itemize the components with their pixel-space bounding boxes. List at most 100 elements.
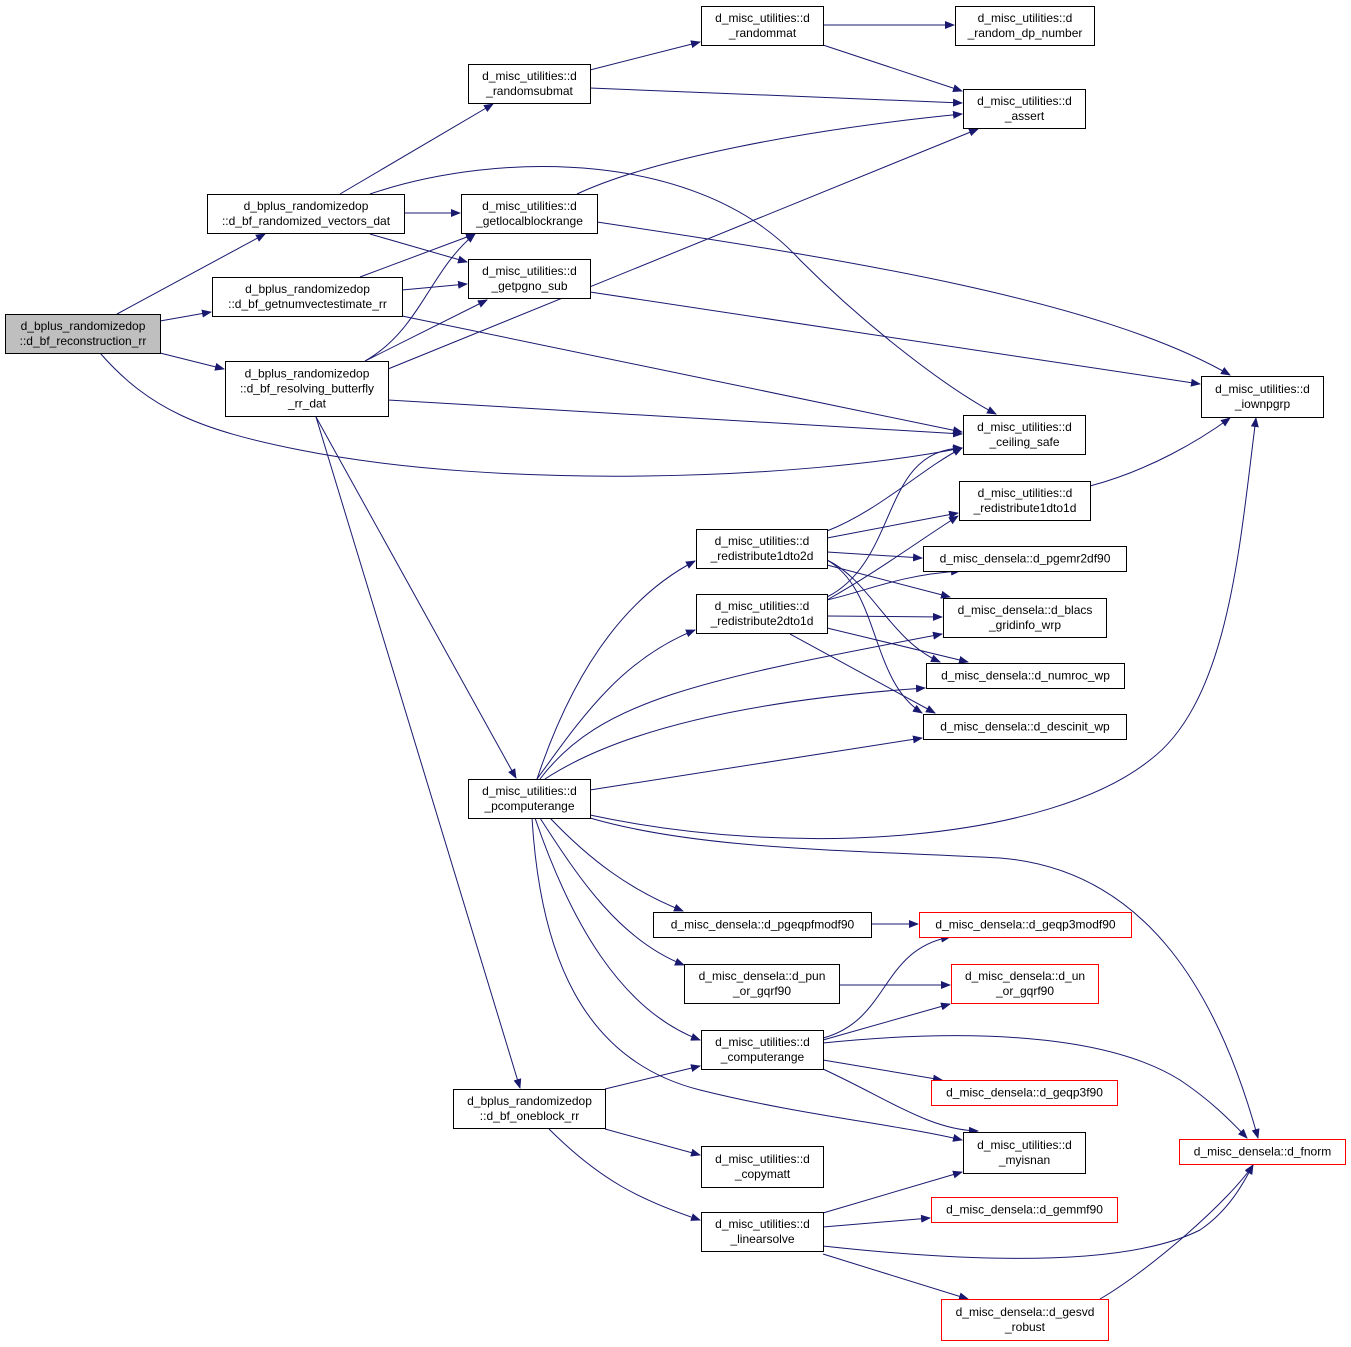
node-pgeqpfmodf90[interactable]: d_misc_densela::d_pgeqpfmodf90 bbox=[653, 912, 872, 938]
node-label: d_misc_densela::d_pun bbox=[699, 969, 826, 983]
edge-redistribute1dto2d-to-blacs_gridinfo_wrp bbox=[826, 564, 951, 599]
edge-redistribute1dto2d-to-redistribute1dto1d bbox=[826, 510, 959, 539]
edge-randommat-to-assert bbox=[822, 44, 963, 92]
node-box bbox=[207, 194, 405, 234]
node-random_dp_number[interactable]: d_misc_utilities::d_random_dp_number bbox=[955, 6, 1095, 46]
edge-pcomputerange-to-redistribute2dto1d bbox=[536, 629, 696, 780]
node-label: d_bplus_randomizedop bbox=[245, 282, 370, 296]
node-box bbox=[1201, 376, 1324, 418]
edge-resolving_butterfly_rr_dat-to-getpgno_sub bbox=[364, 299, 488, 362]
node-label: d_misc_densela::d_geqp3f90 bbox=[946, 1086, 1103, 1100]
node-gemmf90[interactable]: d_misc_densela::d_gemmf90 bbox=[931, 1197, 1118, 1223]
node-label: _computerange bbox=[720, 1050, 805, 1064]
node-redistribute2dto1d[interactable]: d_misc_utilities::d_redistribute2dto1d bbox=[696, 594, 828, 634]
node-box bbox=[963, 89, 1086, 129]
node-pun_or_gqrf90[interactable]: d_misc_densela::d_pun_or_gqrf90 bbox=[684, 964, 840, 1004]
node-descinit_wp[interactable]: d_misc_densela::d_descinit_wp bbox=[923, 714, 1127, 740]
node-label: _iownpgrp bbox=[1234, 397, 1291, 411]
node-getpgno_sub[interactable]: d_misc_utilities::d_getpgno_sub bbox=[468, 259, 591, 299]
edge-linearsolve-to-fnorm bbox=[822, 1164, 1254, 1259]
edge-resolving_butterfly_rr_dat-to-getlocalblockrange bbox=[364, 233, 476, 362]
node-label: _redistribute2dto1d bbox=[710, 614, 814, 628]
node-label: _redistribute1dto2d bbox=[710, 549, 814, 563]
node-resolving_butterfly_rr_dat[interactable]: d_bplus_randomizedop::d_bf_resolving_but… bbox=[225, 361, 389, 417]
edge-pcomputerange-to-blacs_gridinfo_wrp bbox=[539, 631, 943, 780]
node-redistribute1dto2d[interactable]: d_misc_utilities::d_redistribute1dto2d bbox=[696, 529, 828, 569]
node-ceiling_safe[interactable]: d_misc_utilities::d_ceiling_safe bbox=[963, 415, 1086, 455]
node-box bbox=[696, 594, 828, 634]
node-gesvd_robust[interactable]: d_misc_densela::d_gesvd_robust bbox=[941, 1299, 1109, 1341]
node-label: d_misc_densela::d_un bbox=[965, 969, 1085, 983]
node-un_or_gqrf90[interactable]: d_misc_densela::d_un_or_gqrf90 bbox=[951, 964, 1099, 1004]
node-pcomputerange[interactable]: d_misc_utilities::d_pcomputerange bbox=[468, 779, 591, 819]
edge-reconstruction_rr-to-ceiling_safe bbox=[99, 352, 963, 477]
node-label: ::d_bf_randomized_vectors_dat bbox=[222, 214, 391, 228]
node-label: _or_gqrf90 bbox=[732, 984, 791, 998]
node-box bbox=[468, 259, 591, 299]
node-randommat[interactable]: d_misc_utilities::d_randommat bbox=[701, 6, 824, 46]
node-iownpgrp[interactable]: d_misc_utilities::d_iownpgrp bbox=[1201, 376, 1324, 418]
node-copymatt[interactable]: d_misc_utilities::d_copymatt bbox=[701, 1146, 824, 1188]
node-box bbox=[959, 481, 1091, 521]
node-box bbox=[701, 1146, 824, 1188]
node-computerange[interactable]: d_misc_utilities::d_computerange bbox=[701, 1030, 824, 1070]
node-label: d_misc_utilities::d bbox=[978, 11, 1073, 25]
node-label: d_misc_densela::d_gemmf90 bbox=[946, 1203, 1103, 1217]
edges-layer bbox=[99, 21, 1260, 1301]
node-box bbox=[926, 663, 1125, 689]
node-fnorm[interactable]: d_misc_densela::d_fnorm bbox=[1179, 1139, 1346, 1165]
node-label: _linearsolve bbox=[729, 1232, 794, 1246]
node-box bbox=[931, 1197, 1118, 1223]
edge-redistribute2dto1d-to-ceiling_safe bbox=[826, 444, 963, 598]
node-getlocalblockrange[interactable]: d_misc_utilities::d_getlocalblockrange bbox=[461, 194, 598, 234]
node-box bbox=[955, 6, 1095, 46]
nodes-layer: d_bplus_randomizedop::d_bf_reconstructio… bbox=[5, 6, 1346, 1341]
edge-redistribute2dto1d-to-blacs_gridinfo_wrp bbox=[826, 612, 943, 621]
node-label: _rr_dat bbox=[287, 397, 327, 411]
node-reconstruction_rr[interactable]: d_bplus_randomizedop::d_bf_reconstructio… bbox=[5, 314, 161, 354]
node-randomsubmat[interactable]: d_misc_utilities::d_randomsubmat bbox=[468, 64, 591, 104]
node-linearsolve[interactable]: d_misc_utilities::d_linearsolve bbox=[701, 1212, 824, 1252]
edge-resolving_butterfly_rr_dat-to-assert bbox=[387, 128, 979, 370]
node-box bbox=[5, 314, 161, 354]
node-getnumvectestimate_rr[interactable]: d_bplus_randomizedop::d_bf_getnumvectest… bbox=[212, 277, 403, 317]
node-box bbox=[951, 964, 1099, 1004]
edge-reconstruction_rr-to-resolving_butterfly_rr_dat bbox=[159, 352, 225, 371]
node-numroc_wp[interactable]: d_misc_densela::d_numroc_wp bbox=[926, 663, 1125, 689]
node-box bbox=[212, 277, 403, 317]
node-label: d_misc_densela::d_fnorm bbox=[1194, 1145, 1331, 1159]
node-myisnan[interactable]: d_misc_utilities::d_myisnan bbox=[963, 1132, 1086, 1174]
node-label: d_misc_utilities::d bbox=[715, 11, 810, 25]
node-label: _or_gqrf90 bbox=[995, 984, 1054, 998]
node-label: d_misc_densela::d_geqp3modf90 bbox=[935, 918, 1115, 932]
node-label: d_misc_densela::d_pgeqpfmodf90 bbox=[671, 918, 855, 932]
node-blacs_gridinfo_wrp[interactable]: d_misc_densela::d_blacs_gridinfo_wrp bbox=[943, 598, 1107, 638]
node-label: d_misc_utilities::d bbox=[977, 420, 1072, 434]
node-oneblock_rr[interactable]: d_bplus_randomizedop::d_bf_oneblock_rr bbox=[453, 1089, 606, 1129]
node-box bbox=[701, 1212, 824, 1252]
node-box bbox=[963, 415, 1086, 455]
node-redistribute1dto1d[interactable]: d_misc_utilities::d_redistribute1dto1d bbox=[959, 481, 1091, 521]
node-assert[interactable]: d_misc_utilities::d_assert bbox=[963, 89, 1086, 129]
edge-pcomputerange-to-pun_or_gqrf90 bbox=[539, 817, 685, 966]
node-randomized_vectors_dat[interactable]: d_bplus_randomizedop::d_bf_randomized_ve… bbox=[207, 194, 405, 234]
node-geqp3f90[interactable]: d_misc_densela::d_geqp3f90 bbox=[931, 1080, 1118, 1106]
edge-resolving_butterfly_rr_dat-to-pcomputerange bbox=[315, 416, 517, 779]
node-box bbox=[684, 964, 840, 1004]
edge-getnumvectestimate_rr-to-getpgno_sub bbox=[401, 280, 468, 291]
node-label: _redistribute1dto1d bbox=[973, 501, 1077, 515]
node-box bbox=[919, 912, 1132, 938]
edge-redistribute2dto1d-to-redistribute1dto1d bbox=[826, 515, 959, 601]
node-box bbox=[461, 194, 598, 234]
node-label: ::d_bf_getnumvectestimate_rr bbox=[228, 297, 387, 311]
node-pgemr2df90[interactable]: d_misc_densela::d_pgemr2df90 bbox=[923, 546, 1127, 572]
node-label: d_misc_utilities::d bbox=[482, 264, 577, 278]
node-box bbox=[453, 1089, 606, 1129]
edge-randomized_vectors_dat-to-getpgno_sub bbox=[369, 233, 468, 264]
edge-oneblock_rr-to-linearsolve bbox=[548, 1128, 701, 1221]
edge-getlocalblockrange-to-assert bbox=[576, 110, 963, 195]
node-label: ::d_bf_reconstruction_rr bbox=[20, 334, 147, 348]
edge-redistribute1dto2d-to-descinit_wp bbox=[826, 559, 923, 714]
node-geqp3modf90[interactable]: d_misc_densela::d_geqp3modf90 bbox=[919, 912, 1132, 938]
node-box bbox=[468, 64, 591, 104]
